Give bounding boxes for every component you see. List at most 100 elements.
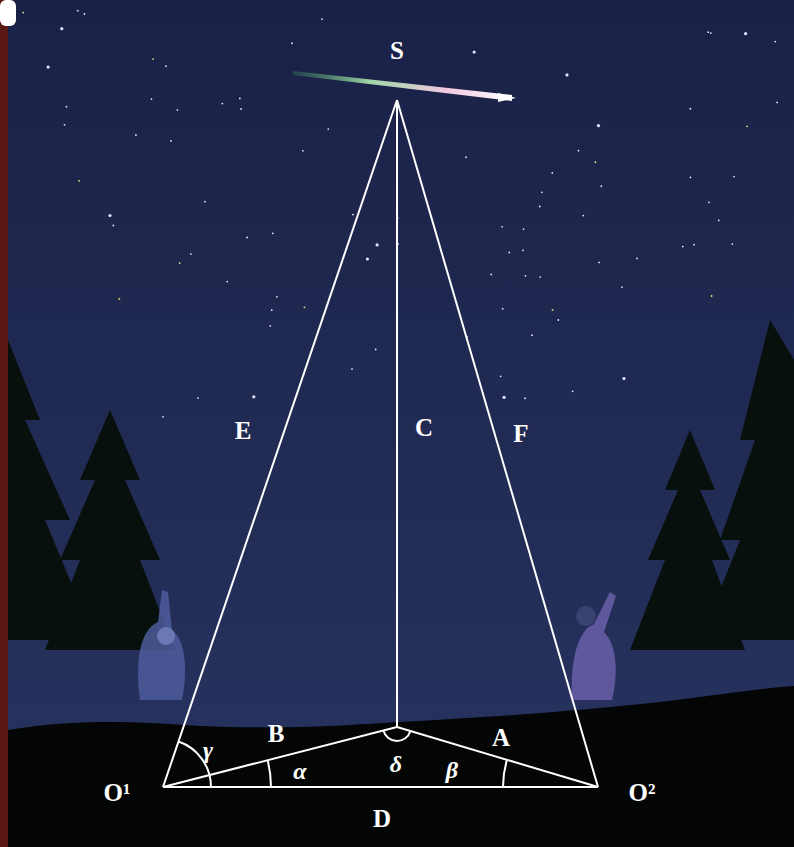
star [710,32,712,34]
star [135,134,137,136]
star [500,375,502,377]
star [600,185,602,187]
point-label: E [235,418,252,443]
angle-label: α [293,759,306,783]
star [690,176,692,178]
star [276,296,278,298]
star [252,395,255,398]
star [78,180,80,182]
angle-label: β [446,758,458,782]
star [351,368,353,370]
star [64,124,66,126]
star [47,66,50,69]
star [551,172,553,174]
star [204,201,206,203]
star [465,156,467,158]
star [572,390,574,392]
star [539,206,541,208]
star [152,58,154,60]
star [711,295,713,297]
star [272,232,274,234]
star [595,161,597,163]
star [708,201,710,203]
star [597,124,600,127]
point-label: D [373,806,391,831]
star [197,397,199,399]
star [774,41,776,43]
star [582,215,584,217]
star [352,214,354,216]
trees-right [630,320,794,650]
star [165,65,167,67]
star [84,13,86,15]
star [176,109,178,111]
star [304,306,306,308]
star [112,225,114,227]
angle-label: δ [390,752,402,776]
star [557,319,559,321]
star [733,176,735,178]
star [321,18,323,20]
star [240,108,242,110]
star [118,298,120,300]
trees-left [8,340,175,650]
star [291,42,293,44]
star [108,214,111,217]
star [490,273,492,275]
angle-label: γ [203,738,213,762]
star [744,32,747,35]
star [731,243,733,245]
star [621,286,623,288]
star [239,98,241,100]
star [523,228,525,230]
point-label: A [492,725,510,750]
star [707,31,709,33]
star [77,10,79,12]
star [636,258,638,260]
star [366,257,369,260]
point-label: O¹ [104,780,131,805]
star [151,98,153,100]
star [522,249,524,251]
star [552,309,554,311]
star [622,377,625,380]
star [473,51,476,54]
star [179,262,181,264]
angle-arc [268,760,271,787]
star [682,246,684,248]
star [302,150,304,152]
star [689,108,691,110]
star [508,252,510,254]
night-sky [8,0,794,847]
star [524,397,526,399]
triangulation-lines [163,100,598,787]
star [776,102,778,104]
stars [22,10,778,418]
star [190,253,192,255]
star [60,27,63,30]
angle-arc [503,760,507,787]
star [693,244,695,246]
star [22,12,24,14]
star [66,106,68,108]
meteor [293,71,516,102]
star [327,128,329,130]
point-label: F [513,421,528,446]
point-label: O² [629,780,656,805]
star [221,103,223,105]
star [269,325,271,327]
star [226,281,228,283]
star [531,334,533,336]
star [170,140,172,142]
star [718,219,720,221]
star [501,226,503,228]
star [541,191,543,193]
star [271,309,273,311]
star [565,73,568,76]
point-label: C [415,415,433,440]
angle-arc [383,730,410,741]
star [246,237,248,239]
